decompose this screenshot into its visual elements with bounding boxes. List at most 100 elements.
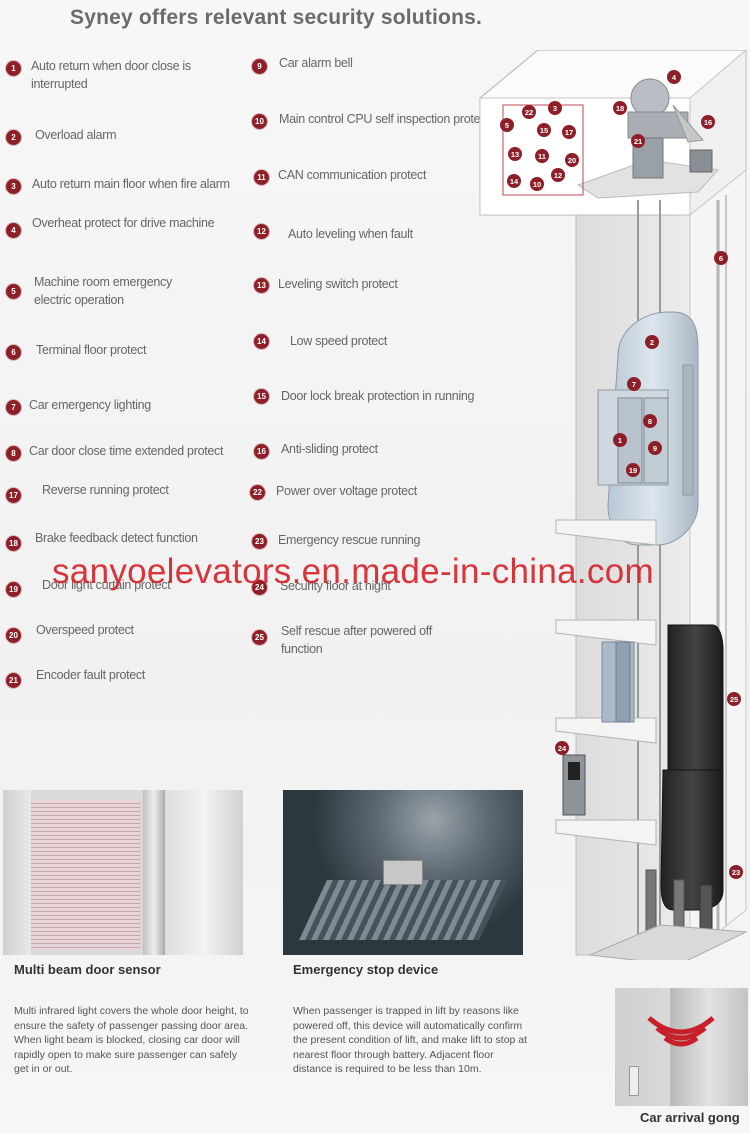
diagram-marker-label: 19 (629, 466, 637, 475)
feature-number-badge: 15 (254, 389, 269, 404)
diagram-marker-dot (507, 174, 521, 188)
feature-label: Security floor at night (280, 579, 391, 593)
feature-item-22: 22 Power over voltage protect (250, 482, 470, 500)
feature-item-16: 16 Anti-sliding protect (254, 440, 474, 459)
feature-number-badge: 6 (6, 345, 21, 360)
feature-item-20: 20 Overspeed protect (6, 621, 226, 643)
feature-label: Car emergency lighting (29, 398, 151, 412)
diagram-marker-label: 1 (618, 436, 622, 445)
feature-number-badge: 22 (250, 485, 265, 500)
diagram-marker-dot (631, 134, 645, 148)
diagram-marker-dot (645, 335, 659, 349)
feature-label: Self rescue after powered off function (281, 624, 432, 656)
diagram-marker-dot (537, 123, 551, 137)
feature-number-badge: 16 (254, 444, 269, 459)
feature-item-10: 10 Main control CPU self inspection prot… (252, 110, 492, 129)
feature-number-badge: 9 (252, 59, 267, 74)
feature-item-4: 4 Overheat protect for drive machine (6, 214, 246, 238)
diagram-marker-dot (643, 414, 657, 428)
feature-label: Overheat protect for drive machine (32, 216, 215, 230)
diagram-marker-label: 17 (565, 128, 573, 137)
feature-item-11: 11 CAN communication protect (254, 166, 474, 185)
feature-label: Overspeed protect (36, 623, 134, 637)
feature-number-badge: 4 (6, 223, 21, 238)
diagram-marker-dot (667, 70, 681, 84)
feature-item-1: 1 Auto return when door close is interru… (6, 57, 216, 93)
door-sensor-photo (3, 790, 243, 955)
diagram-marker-label: 23 (732, 868, 740, 877)
feature-number-badge: 21 (6, 673, 21, 688)
sensor-description: Multi infrared light covers the whole do… (14, 1005, 249, 1075)
diagram-marker-dot (627, 377, 641, 391)
feature-number-badge: 5 (6, 284, 21, 299)
feature-number-badge: 25 (252, 630, 267, 645)
diagram-marker-dot (701, 115, 715, 129)
feature-number-badge: 2 (6, 130, 21, 145)
feature-number-badge: 8 (6, 446, 21, 461)
diagram-marker-label: 9 (653, 444, 657, 453)
feature-item-25: 25 Self rescue after powered off functio… (252, 622, 442, 658)
diagram-marker-label: 14 (510, 177, 519, 186)
feature-item-3: 3 Auto return main floor when fire alarm (6, 175, 246, 194)
feature-number-badge: 10 (252, 114, 267, 129)
diagram-marker-label: 25 (730, 695, 738, 704)
emergency-title: Emergency stop device (293, 962, 439, 977)
feature-label: Leveling switch protect (278, 277, 398, 291)
diagram-marker-label: 12 (554, 171, 562, 180)
feature-label: Anti-sliding protect (281, 442, 378, 456)
diagram-marker-dot (613, 433, 627, 447)
diagram-marker-label: 24 (558, 744, 567, 753)
feature-item-12: 12 Auto leveling when fault (254, 222, 474, 243)
feature-item-5: 5 Machine room emergency electric operat… (6, 273, 196, 309)
diagram-marker-label: 4 (672, 73, 677, 82)
feature-number-badge: 18 (6, 536, 21, 551)
feature-label: Main control CPU self inspection protect (279, 112, 490, 126)
feature-label: Auto leveling when fault (288, 227, 413, 241)
gong-label: Car arrival gong (640, 1110, 740, 1125)
feature-number-badge: 17 (6, 488, 21, 503)
diagram-marker-dot (522, 105, 536, 119)
feature-number-badge: 12 (254, 224, 269, 239)
feature-item-19: 19 Door light curtain protect (6, 576, 226, 597)
feature-number-badge: 3 (6, 179, 21, 194)
diagram-marker-label: 11 (538, 152, 546, 161)
feature-item-14: 14 Low speed protect (254, 332, 474, 350)
feature-item-8: 8 Car door close time extended protect (6, 442, 246, 461)
feature-label: Encoder fault protect (36, 668, 146, 682)
diagram-marker-dot (508, 147, 522, 161)
diagram-marker-label: 2 (650, 338, 654, 347)
diagram-marker-label: 6 (719, 254, 723, 263)
diagram-marker-dot (648, 441, 662, 455)
feature-number-badge: 14 (254, 334, 269, 349)
diagram-marker-label: 22 (525, 108, 533, 117)
diagram-marker-dot (535, 149, 549, 163)
feature-item-15: 15 Door lock break protection in running (254, 387, 494, 405)
feature-item-9: 9 Car alarm bell (252, 54, 472, 74)
feature-label: Door light curtain protect (42, 578, 171, 592)
feature-label: Terminal floor protect (36, 343, 147, 357)
feature-label: Auto return main floor when fire alarm (32, 177, 230, 191)
feature-item-13: 13 Leveling switch protect (254, 275, 474, 293)
emergency-device-photo (283, 790, 523, 955)
feature-number-badge: 1 (6, 61, 21, 76)
diagram-marker-label: 3 (553, 104, 557, 113)
diagram-marker-label: 8 (648, 417, 652, 426)
diagram-marker-dot (714, 251, 728, 265)
diagram-marker-dot (500, 118, 514, 132)
diagram-marker-dot (565, 153, 579, 167)
watermark: sanyoelevators.en.made-in-china.com (52, 552, 654, 591)
feature-label: Car alarm bell (279, 56, 353, 70)
feature-label: Machine room emergency electric operatio… (34, 275, 172, 307)
feature-number-badge: 24 (252, 580, 267, 595)
feature-number-badge: 19 (6, 582, 21, 597)
gong-photo (615, 988, 748, 1106)
feature-item-17: 17 Reverse running protect (6, 481, 226, 503)
feature-item-18: 18 Brake feedback detect function (6, 529, 226, 551)
diagram-marker-dot (613, 101, 627, 115)
diagram-marker-label: 7 (632, 380, 636, 389)
diagram-marker-label: 16 (704, 118, 712, 127)
feature-label: CAN communication protect (278, 168, 427, 182)
feature-item-2: 2 Overload alarm (6, 126, 216, 145)
